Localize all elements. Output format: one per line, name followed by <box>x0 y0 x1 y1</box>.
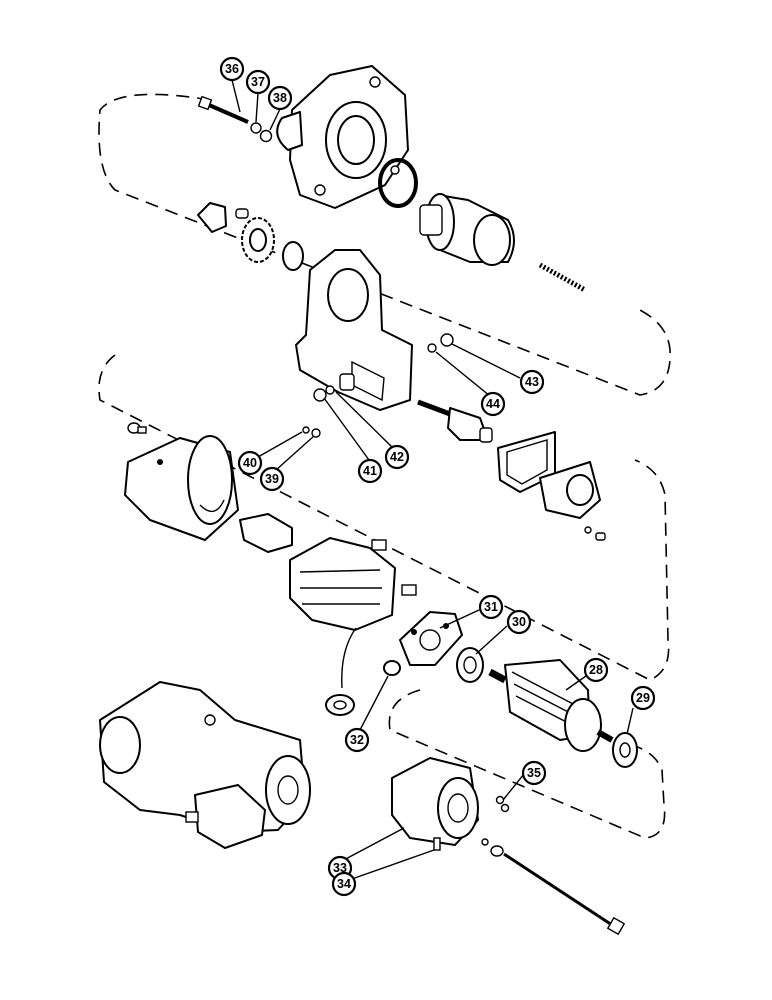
washer-40 <box>302 426 310 434</box>
gear-pin <box>235 208 249 219</box>
cover-washer <box>584 526 592 534</box>
planetary-carrier <box>197 202 227 233</box>
svg-text:38: 38 <box>273 91 287 105</box>
commutator-end-frame <box>391 757 479 851</box>
upper-group-outline <box>98 93 671 396</box>
svg-text:36: 36 <box>225 62 239 76</box>
callout-29: 29 <box>630 685 656 711</box>
callout-35: 35 <box>521 760 547 786</box>
svg-text:42: 42 <box>390 450 404 464</box>
through-bolt <box>481 838 626 936</box>
callout-38: 38 <box>267 85 293 111</box>
pinion-drive-assembly <box>419 193 515 266</box>
screw-35b <box>500 803 510 813</box>
middle-group-outline <box>98 354 670 681</box>
svg-text:43: 43 <box>525 375 539 389</box>
svg-text:34: 34 <box>337 877 351 891</box>
bushing-32 <box>383 660 401 676</box>
nut-42 <box>313 388 327 402</box>
housing-bolt <box>197 95 249 124</box>
pole-shoe <box>239 513 293 553</box>
cover-screw <box>595 532 606 541</box>
washer-44 <box>427 343 437 353</box>
frame-screw <box>127 422 147 434</box>
o-ring <box>378 158 418 208</box>
field-frame-yoke <box>124 435 239 541</box>
callout-30: 30 <box>506 609 532 635</box>
washer-41 <box>325 385 335 395</box>
svg-text:35: 35 <box>527 766 541 780</box>
solenoid-plunger <box>417 399 493 443</box>
svg-text:29: 29 <box>636 691 650 705</box>
callout-42: 42 <box>384 444 410 470</box>
svg-text:37: 37 <box>251 75 265 89</box>
svg-text:40: 40 <box>243 456 257 470</box>
svg-text:30: 30 <box>512 615 526 629</box>
leader-lines <box>231 79 634 881</box>
callout-43: 43 <box>519 369 545 395</box>
bearing-30 <box>456 647 484 683</box>
svg-text:33: 33 <box>333 861 347 875</box>
lower-group-outline <box>388 689 666 839</box>
armature <box>488 659 614 752</box>
brush-lead <box>325 627 357 716</box>
planet-gear <box>241 217 275 263</box>
svg-text:32: 32 <box>350 733 364 747</box>
nut-39 <box>311 428 321 438</box>
lock-washer-37 <box>250 122 262 134</box>
callout-34: 34 <box>331 871 357 897</box>
nut-43 <box>440 333 454 347</box>
callout-32: 32 <box>344 727 370 753</box>
callout-36: 36 <box>219 56 245 82</box>
svg-text:39: 39 <box>265 472 279 486</box>
callout-40: 40 <box>237 450 263 476</box>
field-coil-assembly <box>289 537 417 631</box>
thrust-washer <box>282 241 304 271</box>
solenoid-mount-housing <box>295 249 413 411</box>
flat-washer-38 <box>259 129 273 143</box>
terminal-stud <box>339 373 355 391</box>
svg-text:41: 41 <box>363 464 377 478</box>
callout-44: 44 <box>480 391 506 417</box>
screw-35a <box>495 795 505 805</box>
callout-41: 41 <box>357 458 383 484</box>
drive-end-housing <box>276 65 409 209</box>
brush-holder <box>399 611 463 666</box>
callout-31: 31 <box>478 594 504 620</box>
callout-28: 28 <box>583 657 609 683</box>
assembled-starter-motor <box>99 681 311 849</box>
callout-37: 37 <box>245 69 271 95</box>
svg-text:44: 44 <box>486 397 500 411</box>
spring <box>538 262 587 293</box>
svg-text:31: 31 <box>484 600 498 614</box>
callout-39: 39 <box>259 466 285 492</box>
svg-text:28: 28 <box>589 663 603 677</box>
solenoid-end-cover <box>539 461 601 519</box>
bearing-29 <box>612 732 638 768</box>
